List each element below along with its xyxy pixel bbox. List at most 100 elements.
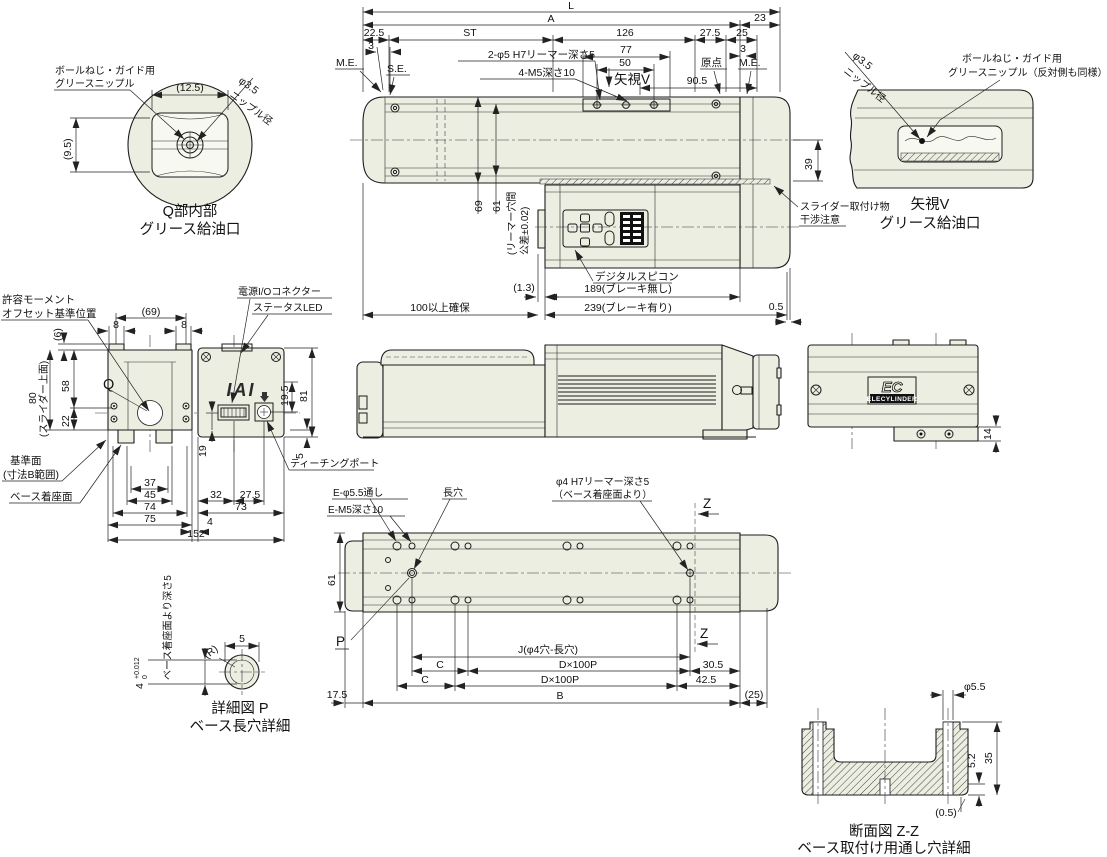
- z-marker-bottom: Z: [700, 626, 708, 641]
- bottom-left-cap: [344, 540, 364, 612]
- status-led-label: ステータスLED: [253, 302, 322, 314]
- section-zz-caption-1: 断面図 Z-Z: [849, 823, 919, 840]
- dim-1-3: (1.3): [513, 282, 535, 294]
- callout-e55: E-φ5.5通し: [333, 487, 383, 499]
- side-left-cap: [356, 361, 384, 439]
- grease-port-part: [151, 112, 229, 178]
- detail-p-depth-note: ベース着座面より深さ5: [161, 575, 174, 680]
- datum-label-2: (寸法B範囲): [3, 468, 59, 481]
- spicon-label: デジタルスピコン: [595, 270, 679, 283]
- view-v-label-2: グリースニップル（反対側も同様）: [948, 66, 1107, 79]
- dim-50: 50: [619, 57, 631, 69]
- dim-A: A: [547, 13, 554, 25]
- dim-d2: D×100P: [541, 674, 579, 686]
- reamer-note-2: 公差±0.02): [518, 207, 531, 255]
- io-connector: [217, 404, 250, 421]
- dim-30-5: 30.5: [703, 659, 724, 671]
- dim-8-right: 8: [181, 319, 187, 331]
- moment-label-1: 許容モーメント: [2, 293, 75, 306]
- channel-section: [801, 721, 969, 796]
- iai-logo: IAI: [226, 380, 255, 400]
- z-marker-top: Z: [703, 496, 711, 511]
- dim-5: 5: [294, 453, 306, 459]
- dim-phi-5-5: φ5.5: [964, 681, 986, 693]
- base-seat-label: ベース着座面: [10, 490, 72, 503]
- dim-25p: (25): [745, 689, 764, 701]
- tap-callout: 4-M5深さ10: [518, 67, 575, 79]
- end-view: IAI 許容モーメント オフセット基準位置 電源I/Oコネクター ステータスLE…: [1, 285, 379, 544]
- rear-foot: [893, 426, 979, 442]
- view-v-caption-2: グリース給油口: [880, 215, 981, 232]
- detail-p-dim-5: 5: [239, 633, 245, 645]
- dim-80-note: (スライダー上面): [37, 361, 50, 437]
- dim-17-5: 17.5: [327, 689, 348, 701]
- callout-phi4-2: （ベース着座面より）: [553, 488, 652, 501]
- view-v: φ3.5 ニップル径 ボールねじ・ガイド用 グリースニップル（反対側も同様） 矢…: [841, 50, 1107, 232]
- bottom-view: Z Z E-φ5.5通し E-M5深さ10 長穴 φ4 H7リーマー深さ5 （ベ…: [326, 476, 792, 708]
- dim-ST: ST: [463, 27, 477, 39]
- dim-25: 25: [736, 27, 748, 39]
- rear-body: [807, 344, 979, 428]
- callout-phi4-1: φ4 H7リーマー深さ5: [556, 476, 650, 488]
- slider-carriage-side: [380, 349, 535, 366]
- dim-42-5: 42.5: [696, 674, 717, 686]
- detail-q-view: (12.5) (9.5) ボールねじ・ガイド用 グリースニップル φ3.5 ニッ…: [54, 65, 275, 238]
- dim-58: 58: [60, 380, 72, 392]
- dim-75: 75: [144, 513, 156, 525]
- side-elevation-view: [356, 344, 782, 440]
- callout-em5: E-M5深さ10: [328, 504, 383, 516]
- callout-slot: 長穴: [443, 486, 463, 499]
- detail-p-view: 5 (R) 4 +0.012 0 ベース着座面より深さ5 詳細図 P ベース長穴…: [134, 575, 290, 735]
- digital-spicon-panel: [562, 209, 649, 248]
- detail-q-dim-height: (9.5): [62, 138, 74, 160]
- slider-warning-2: 干渉注意: [800, 213, 840, 226]
- datum-label-1: 基準面: [10, 454, 42, 467]
- dim-77: 77: [620, 44, 632, 56]
- dim-0-5: 0.5: [769, 301, 784, 313]
- dim-c1: C: [436, 659, 444, 671]
- dim-19-5: 19.5: [279, 385, 291, 406]
- detail-p-caption-1: 詳細図 P: [211, 700, 268, 717]
- dim-90-5: 90.5: [687, 75, 708, 87]
- detail-q-nipple-label-2: グリースニップル: [55, 77, 135, 90]
- dim-239: 239(ブレーキ有り): [584, 301, 672, 314]
- dim-73: 73: [235, 501, 247, 513]
- dim-6p: (6): [52, 328, 64, 341]
- q-label: Q: [103, 377, 114, 393]
- detail-q-caption-1: Q部内部: [163, 203, 218, 220]
- dim-69: 69: [473, 200, 485, 212]
- dim-39: 39: [803, 158, 815, 170]
- dim-27-5: 27.5: [700, 27, 721, 39]
- bottom-base-body: [362, 532, 741, 613]
- motor-taper-side: [721, 344, 754, 438]
- teaching-port-label: ティーチングポート: [290, 457, 379, 470]
- moment-label-2: オフセット基準位置: [2, 307, 97, 320]
- detail-p-dim-4: 4: [134, 683, 146, 689]
- view-v-caption-1: 矢視V: [911, 196, 950, 213]
- me-left-label: M.E.: [336, 57, 358, 69]
- dim-37: 37: [144, 477, 156, 489]
- dim-c2: C: [421, 674, 429, 686]
- dim-69p: (69): [142, 306, 161, 318]
- motor-fins: [558, 375, 716, 405]
- reamer-note-1: (リーマー穴間: [505, 192, 518, 255]
- view-v-label-1: ボールねじ・ガイド用: [962, 53, 1062, 65]
- io-connector-label: 電源I/Oコネクター: [238, 285, 321, 298]
- dim-d1: D×100P: [559, 659, 597, 671]
- dim-22: 22: [60, 415, 72, 427]
- dim-126: 126: [616, 27, 634, 39]
- ec-logo: EC: [882, 379, 904, 396]
- detail-p-tol-lower: 0: [142, 675, 149, 679]
- detail-q-caption-2: グリース給油口: [140, 221, 241, 238]
- se-label: S.E.: [387, 63, 407, 75]
- ec-badge: EC ELECYLINDER: [867, 376, 917, 405]
- dim-5-2: 5.2: [966, 753, 978, 768]
- top-plan-view: デジタルスピコン L A 23 22.5 ST 126 27.5 25 M.E.…: [335, 0, 890, 326]
- section-zz-caption-2: ベース取付け用通し穴詳細: [797, 840, 970, 857]
- status-led: [221, 343, 253, 352]
- dim-100: 100以上確保: [410, 301, 470, 314]
- p-marker: P: [336, 634, 345, 649]
- dim-4: 4: [207, 516, 213, 528]
- detail-p-caption-2: ベース長穴詳細: [190, 718, 291, 735]
